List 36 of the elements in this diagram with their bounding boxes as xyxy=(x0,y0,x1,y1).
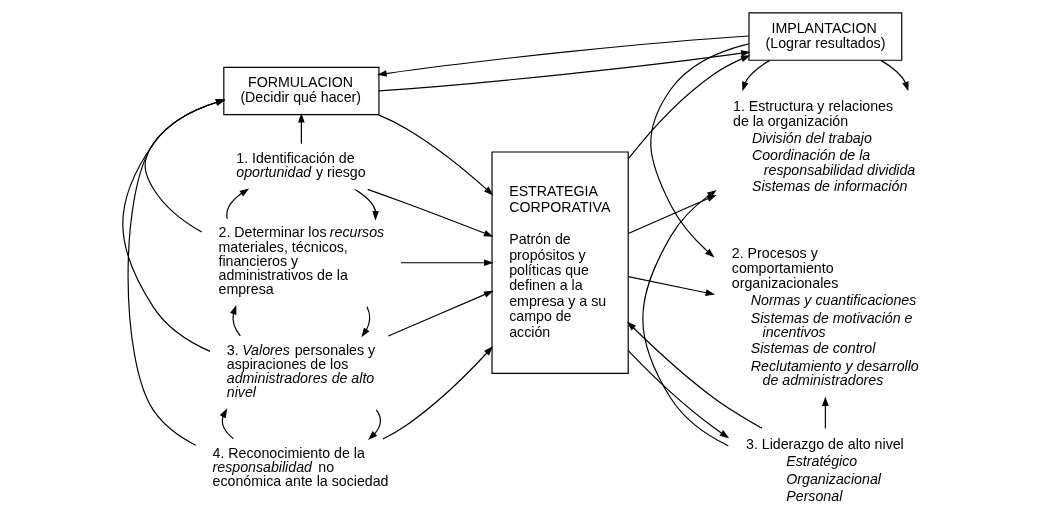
arrow xyxy=(627,55,750,160)
arrow xyxy=(821,396,829,429)
node-box: FORMULACION (Decidir qué hacer) xyxy=(222,66,380,116)
arrow xyxy=(360,306,370,338)
arrow xyxy=(144,99,225,233)
arrow xyxy=(366,188,493,237)
arrow xyxy=(297,113,305,145)
node-text: 3. Liderazgo de alto nivel Estratégico Organizacional Personal xyxy=(745,436,904,505)
arrow xyxy=(225,188,249,220)
arrow xyxy=(649,43,749,258)
arrow xyxy=(121,99,225,352)
arrow xyxy=(219,408,234,440)
node-box: IMPLANTACION (Lograr resultados) xyxy=(747,12,902,61)
arrow xyxy=(126,99,225,446)
arrow xyxy=(626,321,762,429)
arrow xyxy=(741,59,770,92)
arrow xyxy=(641,190,729,447)
node-text: 3. Valores personales y aspiraciones de los administradores de alto nivel xyxy=(226,341,375,401)
arrow xyxy=(387,290,494,337)
arrow xyxy=(367,409,381,440)
node-text: 2. Procesos y comportamiento organizacionales Normas y cuantificaciones Sistemas de motivación e incentivos Sistemas de control Reclutamiento y desarrollo de administradores xyxy=(731,244,919,389)
arrow xyxy=(627,350,729,439)
arrow xyxy=(381,346,493,440)
arrow xyxy=(879,59,909,92)
node-text: 1. Estructura y relaciones de la organización División del trabajo Coordinación de la responsabilidad dividida Sistemas de información xyxy=(732,97,915,195)
arrow xyxy=(627,276,715,296)
node-text: 1. Identificación de oportunidad y riesgo xyxy=(235,149,366,180)
node-box: ESTRATEGIA CORPORATIVA Patrón de propósitos y políticas que definen a la empresa y a su campo de acción xyxy=(490,151,629,375)
node-text: 2. Determinar los recursos materiales, técnicos, financieros y administrativos de la empresa xyxy=(217,224,384,298)
arrow xyxy=(229,305,241,337)
arrow xyxy=(377,49,751,92)
arrow xyxy=(399,259,494,267)
arrow xyxy=(376,35,749,77)
node-text: 4. Reconocimiento de la responsabilidad no económica ante la sociedad xyxy=(212,444,388,490)
arrow xyxy=(377,114,493,196)
arrow xyxy=(354,188,379,221)
